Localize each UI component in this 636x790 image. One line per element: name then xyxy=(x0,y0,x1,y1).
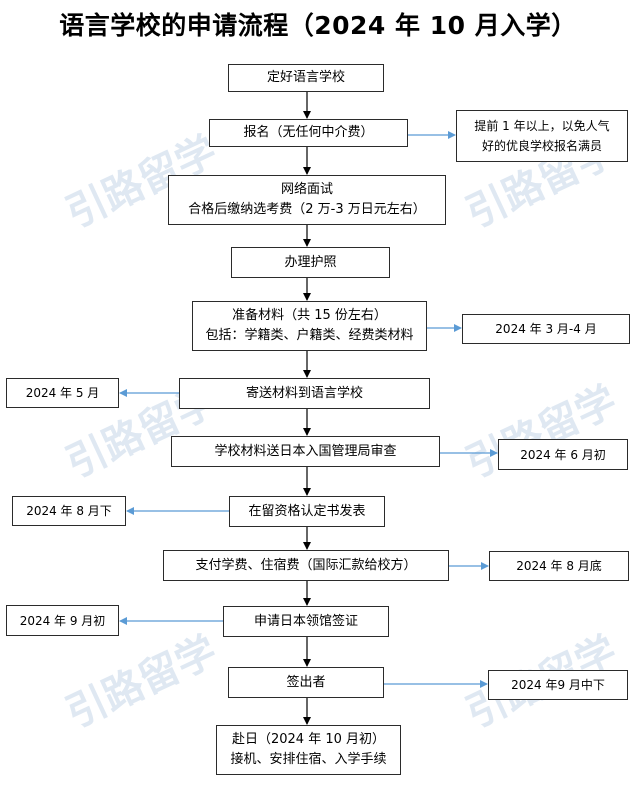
timing-note-text: 2024 年 8 月底 xyxy=(516,559,602,573)
flow-step: 申请日本领馆签证 xyxy=(223,606,389,637)
flow-step: 定好语言学校 xyxy=(228,64,384,92)
flow-step-text: 接机、安排住宿、入学手续 xyxy=(230,752,387,767)
timing-note-text: 2024 年 3 月-4 月 xyxy=(495,322,597,336)
flow-step: 赴日（2024 年 10 月初） 接机、安排住宿、入学手续 xyxy=(216,725,401,775)
flow-step-text: 赴日（2024 年 10 月初） xyxy=(231,732,386,747)
flow-step-text: 学校材料送日本入国管理局审查 xyxy=(214,443,397,459)
flow-step: 学校材料送日本入国管理局审查 xyxy=(171,436,440,467)
timing-note-text: 2024 年 9 月初 xyxy=(19,613,106,628)
flow-step-text: 在留资格认定书发表 xyxy=(248,503,366,519)
flow-step-text: 办理护照 xyxy=(284,254,337,270)
flow-step-text: 网络面试 xyxy=(280,182,333,197)
flow-step-text: 支付学费、住宿费（国际汇款给校方） xyxy=(195,557,417,573)
timing-note: 2024 年 9 月初 xyxy=(6,605,119,636)
flow-step-text: 报名（无任何中介费） xyxy=(243,125,374,140)
timing-note-text: 2024 年 8 月下 xyxy=(26,504,112,518)
flow-step: 在留资格认定书发表 xyxy=(229,496,385,527)
flow-step: 报名（无任何中介费） xyxy=(209,119,408,147)
timing-note-text: 2024 年9 月中下 xyxy=(511,678,605,692)
flow-step: 签出者 xyxy=(228,667,384,698)
timing-note: 2024 年 8 月下 xyxy=(12,496,126,526)
flow-step-text: 定好语言学校 xyxy=(266,70,345,85)
flow-step-text: 准备材料（共 15 份左右） xyxy=(232,308,387,323)
timing-note: 2024 年 3 月-4 月 xyxy=(462,314,630,344)
timing-note: 2024 年9 月中下 xyxy=(488,670,628,700)
timing-note: 2024 年 6 月初 xyxy=(498,439,628,470)
flow-step-text: 签出者 xyxy=(286,674,326,690)
timing-note: 2024 年 8 月底 xyxy=(489,551,629,581)
page-title: 语言学校的申请流程（2024 年 10 月入学） xyxy=(59,11,577,40)
flow-step: 支付学费、住宿费（国际汇款给校方） xyxy=(163,550,449,581)
timing-note: 提前 1 年以上，以免人气好的优良学校报名满员 xyxy=(456,110,628,162)
flow-step: 准备材料（共 15 份左右） 包括：学籍类、户籍类、经费类材料 xyxy=(192,301,427,351)
timing-note-text: 2024 年 6 月初 xyxy=(520,447,606,462)
timing-note-text: 好的优良学校报名满员 xyxy=(481,139,602,153)
timing-note: 2024 年 5 月 xyxy=(6,378,119,408)
flow-step-text: 包括：学籍类、户籍类、经费类材料 xyxy=(205,328,414,343)
timing-note-text: 提前 1 年以上，以免人气 xyxy=(474,119,610,133)
flow-step-text: 合格后缴纳选考费（2 万-3 万日元左右） xyxy=(188,202,426,217)
flow-step: 网络面试合格后缴纳选考费（2 万-3 万日元左右） xyxy=(168,175,446,225)
flow-step: 办理护照 xyxy=(231,247,390,278)
flow-step: 寄送材料到语言学校 xyxy=(179,378,430,409)
timing-note-text: 2024 年 5 月 xyxy=(25,386,100,400)
flow-step-text: 寄送材料到语言学校 xyxy=(245,385,363,401)
flow-step-text: 申请日本领馆签证 xyxy=(253,613,358,629)
